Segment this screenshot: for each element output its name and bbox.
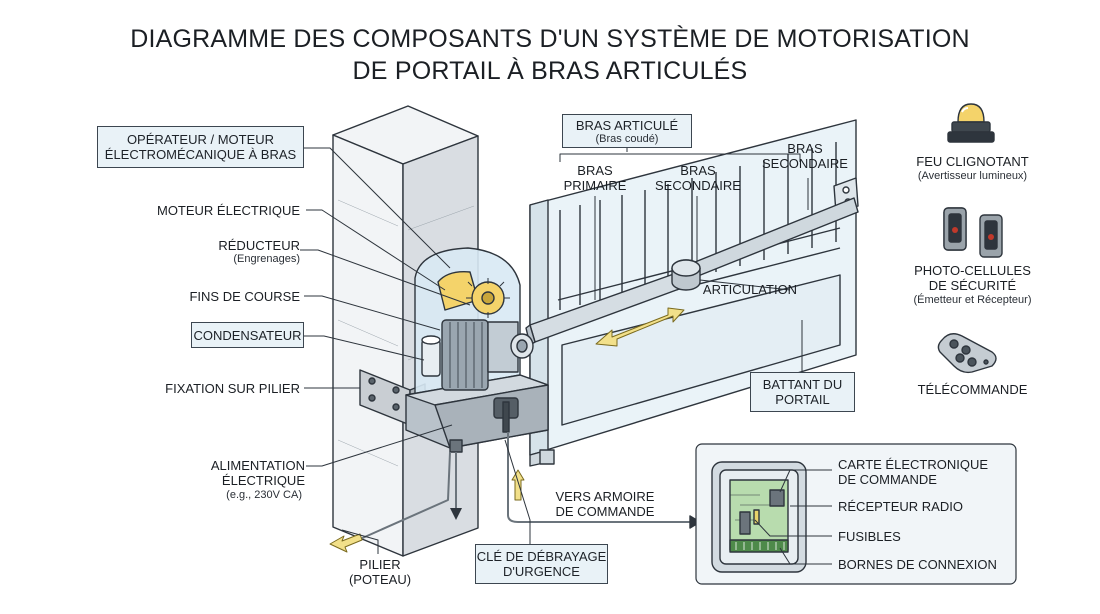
secondary-arm-label-line2: SECONDAIRE <box>655 178 741 193</box>
power-label-line1: ALIMENTATION <box>210 458 305 473</box>
arm-sublabel: (Bras coudé) <box>595 133 659 145</box>
radio-receiver-label: RÉCEPTEUR RADIO <box>838 499 963 514</box>
gate-leaf-label-box: BATTANT DU PORTAIL <box>750 372 855 412</box>
board-label-line1: CARTE ÉLECTRONIQUE <box>838 457 989 472</box>
secondary-arm2-label-line2: SECONDAIRE <box>762 156 848 171</box>
release-key-line2: D'URGENCE <box>503 564 580 579</box>
operator-label-line1: OPÉRATEUR / MOTEUR <box>126 132 275 147</box>
movement-arrow <box>595 307 685 347</box>
power-sublabel: (e.g., 230V CA) <box>226 489 302 501</box>
flasher-sublabel: (Avertisseur lumineux) <box>917 170 1028 182</box>
page-subtitle: DE PORTAIL À BRAS ARTICULÉS <box>352 57 748 85</box>
operator-label-box: OPÉRATEUR / MOTEUR ÉLECTROMÉCANIQUE À BR… <box>97 126 304 168</box>
page-title: DIAGRAMME DES COMPOSANTS D'UN SYSTÈME DE… <box>130 25 970 53</box>
reducer-sublabel: (Engrenages) <box>233 253 300 265</box>
primary-arm-label-line1: BRAS <box>577 163 613 178</box>
arm-label-box: BRAS ARTICULÉ (Bras coudé) <box>562 114 692 148</box>
arm-bracket <box>559 153 801 162</box>
arm-label: BRAS ARTICULÉ <box>575 118 679 133</box>
gate-leaf-line2: PORTAIL <box>775 392 830 407</box>
power-cable <box>339 432 690 549</box>
to-cabinet-label-line2: DE COMMANDE <box>555 504 655 519</box>
remote-label: TÉLÉCOMMANDE <box>917 382 1028 397</box>
terminals-label: BORNES DE CONNEXION <box>838 557 997 572</box>
operator-label-line2: ÉLECTROMÉCANIQUE À BRAS <box>104 147 297 162</box>
photocells-label-line2: DE SÉCURITÉ <box>928 278 1017 293</box>
photocell-icon <box>943 207 1003 258</box>
board-leader-lines <box>754 469 832 565</box>
photocells-sublabel: (Émetteur et Récepteur) <box>913 294 1032 306</box>
release-key-line1: CLÉ DE DÉBRAYAGE <box>476 549 607 564</box>
flasher-label: FEU CLIGNOTANT <box>916 154 1029 169</box>
board-label-line2: DE COMMANDE <box>838 472 937 487</box>
release-key-label-box: CLÉ DE DÉBRAYAGE D'URGENCE <box>475 544 608 584</box>
articulated-arm <box>525 197 859 346</box>
motor-label: MOTEUR ÉLECTRIQUE <box>156 203 300 218</box>
capacitor-label-box: CONDENSATEUR <box>191 322 304 348</box>
secondary-arm-label-line1: BRAS <box>680 163 716 178</box>
leader-lines <box>300 146 809 554</box>
photocells-label-line1: PHOTO-CELLULES <box>914 263 1031 278</box>
articulation-label: ARTICULATION <box>702 282 798 297</box>
secondary-arm2-label-line1: BRAS <box>787 141 823 156</box>
control-board-icon <box>711 461 807 573</box>
primary-arm-label-line2: PRIMAIRE <box>563 178 627 193</box>
pillar-label-line2: (POTEAU) <box>348 572 412 587</box>
pillar-mount-label: FIXATION SUR PILIER <box>165 381 300 396</box>
operator-housing <box>405 247 549 453</box>
gate-leaf-line1: BATTANT DU <box>762 377 843 392</box>
remote-control-icon <box>937 333 997 374</box>
warning-light-icon <box>947 103 995 143</box>
capacitor-label: CONDENSATEUR <box>193 328 302 343</box>
pillar-label-line1: PILIER <box>359 557 401 572</box>
fuses-label: FUSIBLES <box>838 529 901 544</box>
power-label-line2: ÉLECTRIQUE <box>221 473 305 488</box>
reducer-label: RÉDUCTEUR <box>218 238 300 253</box>
to-cabinet-label-line1: VERS ARMOIRE <box>555 489 655 504</box>
limit-switch-label: FINS DE COURSE <box>189 289 300 304</box>
